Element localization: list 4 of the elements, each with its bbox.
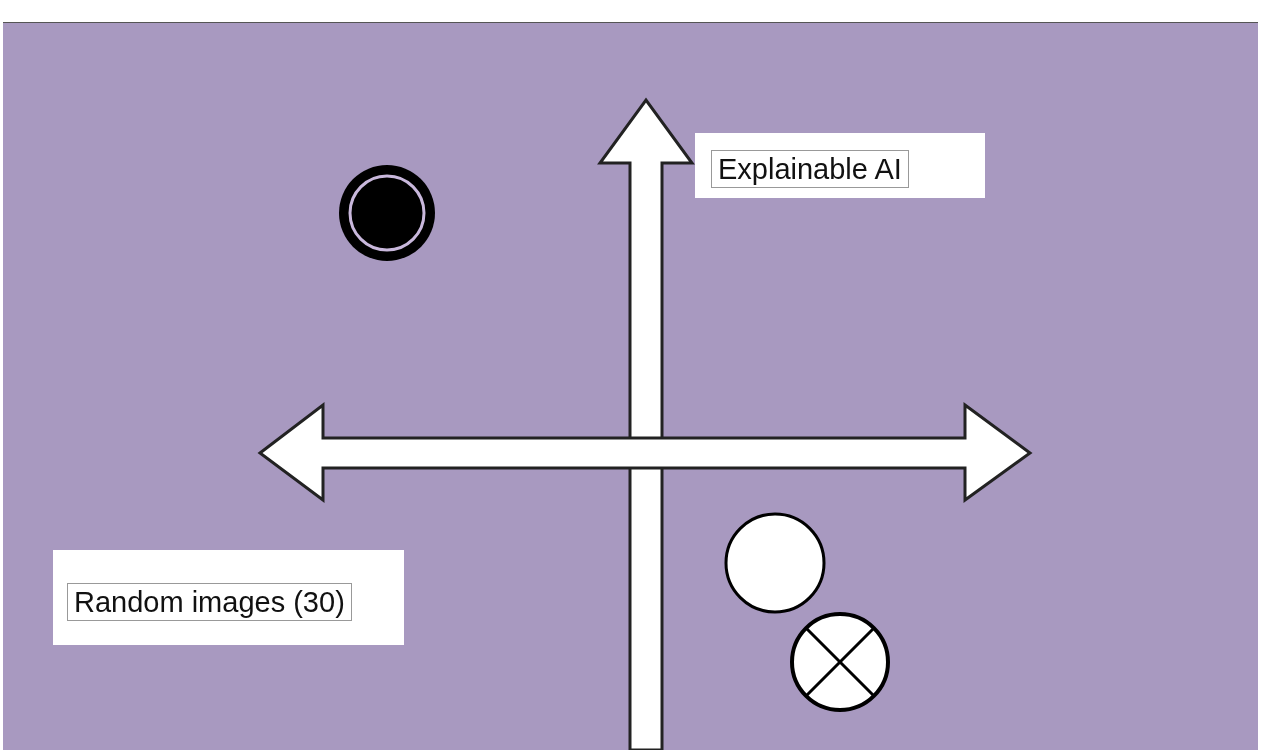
label-box (53, 550, 404, 645)
label-box (695, 133, 985, 198)
label-text: Explainable AI (711, 150, 909, 188)
label-text: Random images (30) (67, 583, 352, 621)
